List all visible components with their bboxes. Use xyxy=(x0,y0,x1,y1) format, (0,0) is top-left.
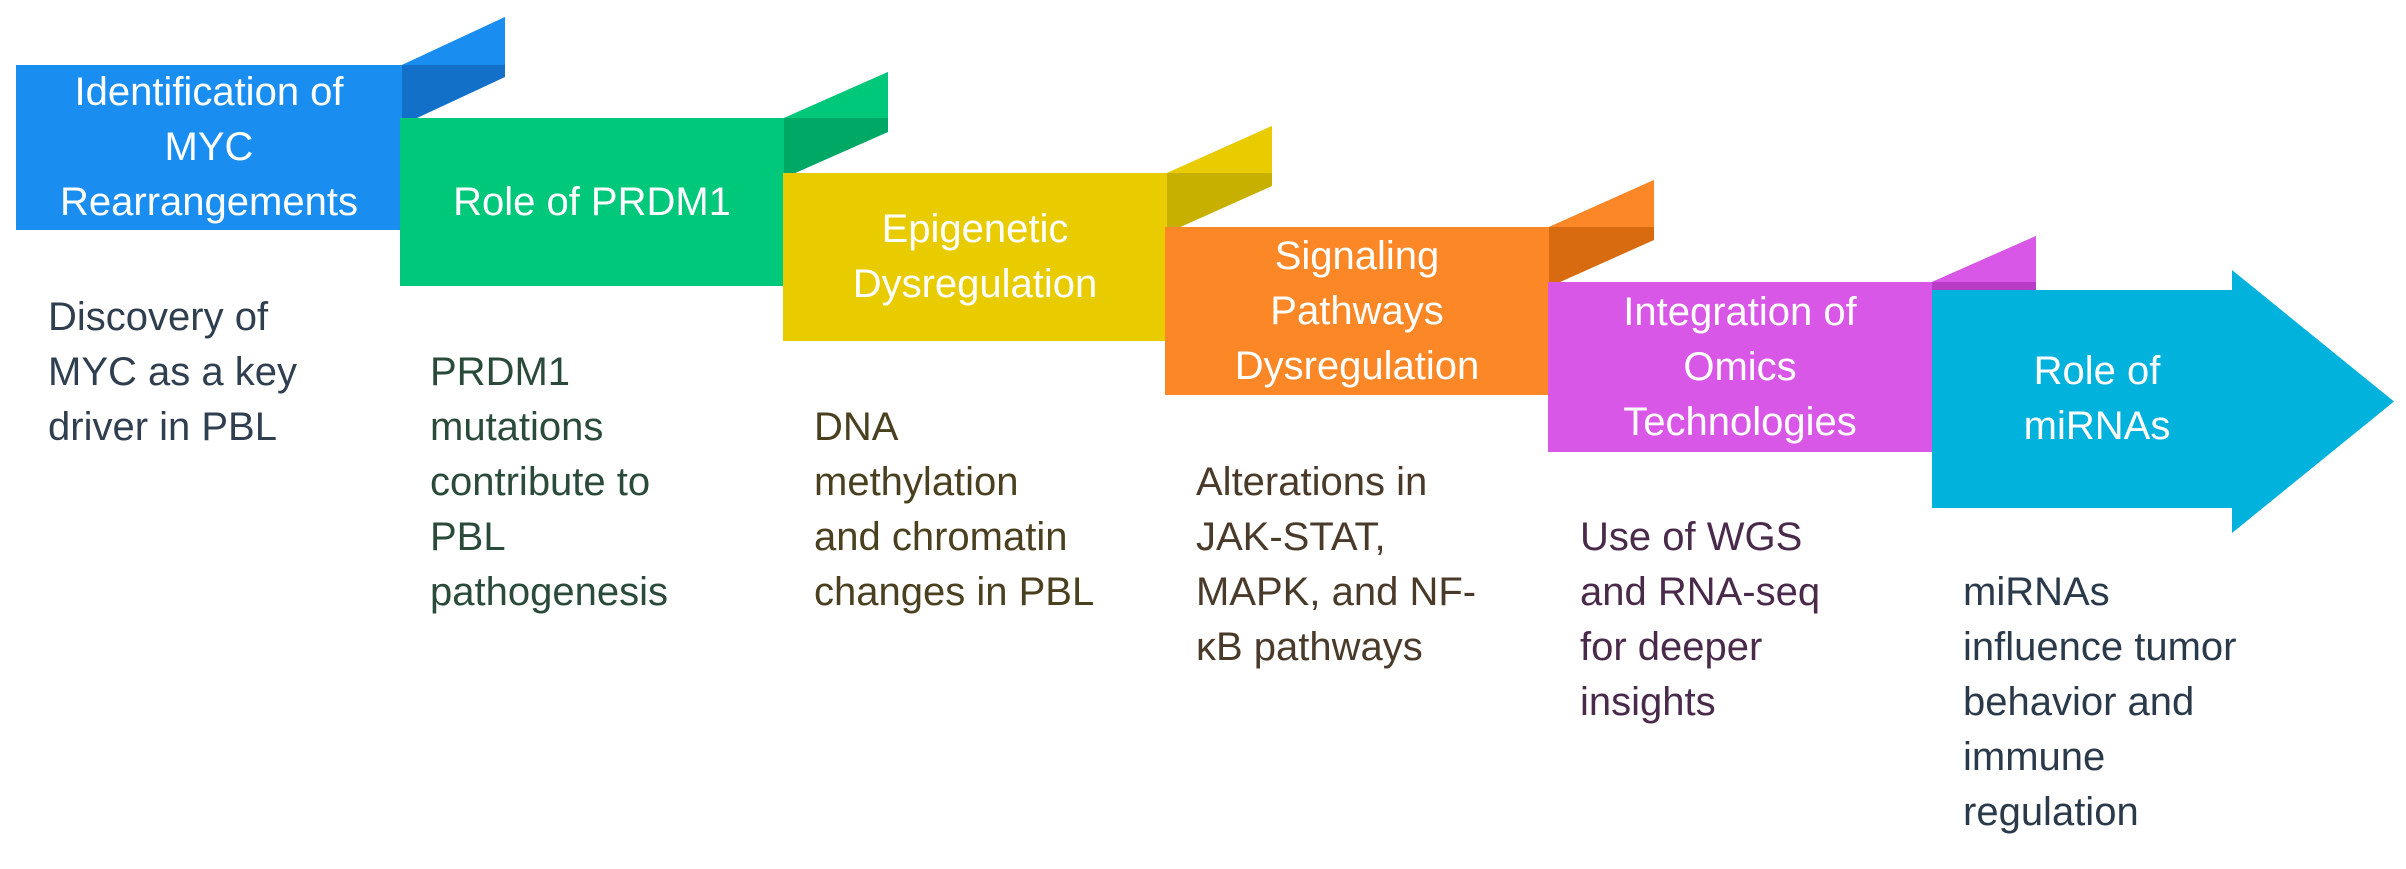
step-4-title: Signaling Pathways Dysregulation xyxy=(1234,233,1480,388)
step-4-flap xyxy=(1549,180,1654,227)
step-2-flap xyxy=(784,72,888,118)
step-6-description: miRNAs influence tumor behavior and immu… xyxy=(1963,570,2237,834)
step-5-flap xyxy=(1932,236,2036,282)
step-6-shape xyxy=(1932,270,2394,533)
step-2-shape xyxy=(400,72,888,286)
step-5-box xyxy=(1548,282,1932,452)
step-4-shape xyxy=(1165,180,1654,395)
step-3-flap xyxy=(1167,126,1272,173)
step-1-box xyxy=(16,65,402,230)
step-3-shape xyxy=(783,126,1272,341)
step-5-description: Use of WGS and RNA-seq for deeper insigh… xyxy=(1580,515,1821,724)
step-2-title: Role of PRDM1 xyxy=(453,179,731,224)
step-2-description: PRDM1 mutations contribute to PBL pathog… xyxy=(430,350,668,614)
step-3-title: Epigenetic Dysregulation xyxy=(852,207,1098,306)
step-1-shape xyxy=(16,17,505,230)
step-3-description: DNA methylation and chromatin changes in… xyxy=(814,405,1095,614)
step-2-box xyxy=(400,118,784,286)
step-4-box xyxy=(1165,227,1549,395)
step-4-description: Alterations in JAK-STAT, MAPK, and NF- κ… xyxy=(1196,460,1477,669)
step-5-shape xyxy=(1548,236,2036,452)
step-3-box xyxy=(783,173,1167,341)
step-6-title: Role of miRNAs xyxy=(2023,349,2171,448)
step-5-title: Integration of Omics Technologies xyxy=(1623,289,1857,444)
step-1-title: Identification of MYC Rearrangements xyxy=(60,70,358,224)
step-6-arrow xyxy=(1932,270,2394,533)
step-1-flap xyxy=(402,17,505,65)
step-1-description: Discovery of MYC as a key driver in PBL xyxy=(48,295,297,449)
